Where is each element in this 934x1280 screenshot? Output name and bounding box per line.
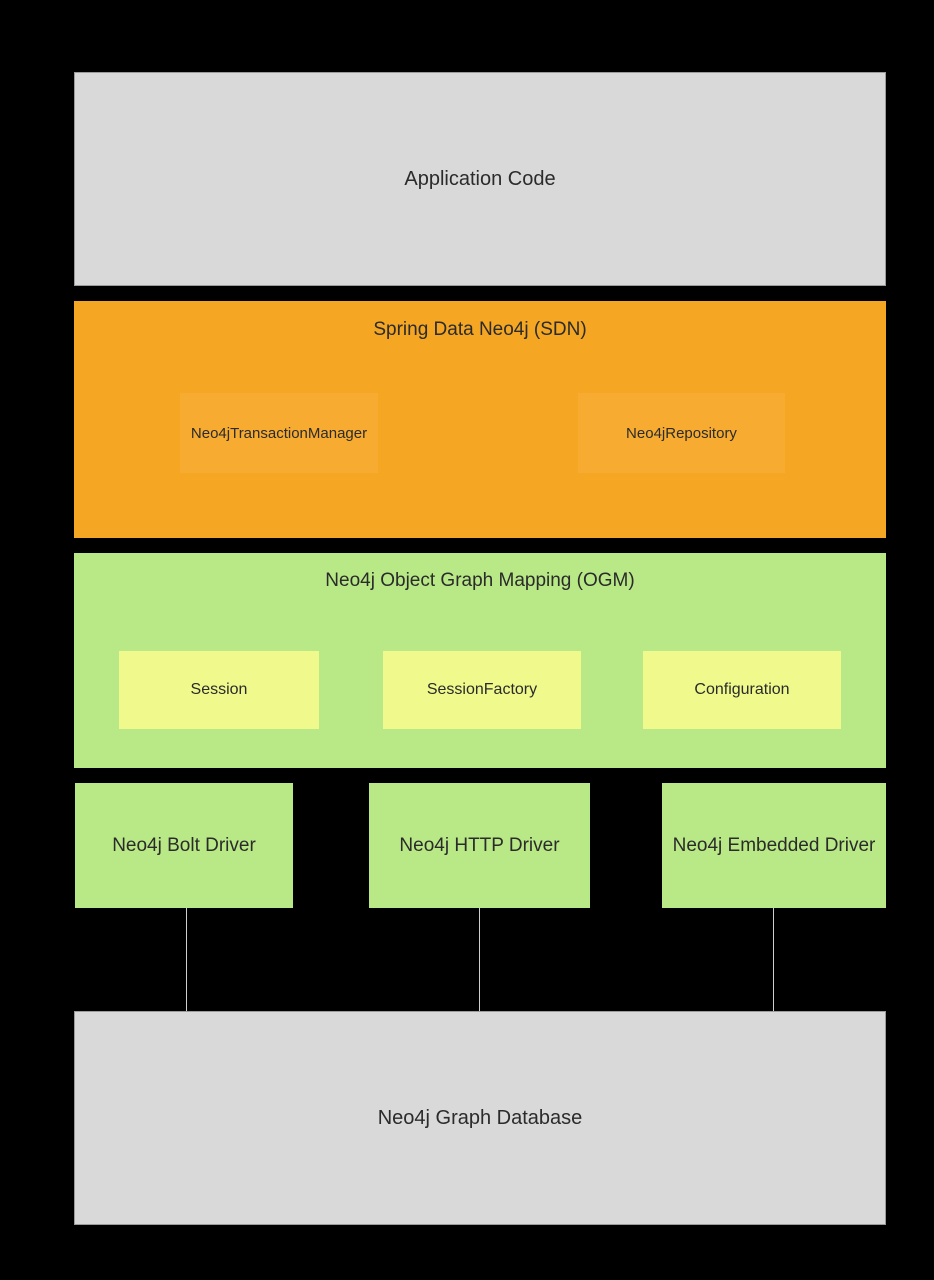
http-driver-connector-line <box>479 908 480 1011</box>
http-driver-label: Neo4j HTTP Driver <box>399 834 560 856</box>
bolt-driver-connector-line <box>186 908 187 1011</box>
sdn-layer-title: Spring Data Neo4j (SDN) <box>373 319 587 340</box>
embedded-driver-label: Neo4j Embedded Driver <box>672 834 876 856</box>
sdn-layer-box: Spring Data Neo4j (SDN) Neo4jTransaction… <box>74 301 886 538</box>
graph-database-box: Neo4j Graph Database <box>74 1011 886 1225</box>
session-label: Session <box>190 681 248 698</box>
session-box: Session <box>119 651 319 729</box>
embedded-driver-connector-line <box>773 908 774 1011</box>
graph-database-label: Neo4j Graph Database <box>377 1106 583 1129</box>
transaction-manager-label: Neo4jTransactionManager <box>190 424 368 442</box>
configuration-box: Configuration <box>643 651 841 729</box>
configuration-label: Configuration <box>694 681 790 698</box>
transaction-manager-box: Neo4jTransactionManager <box>180 393 378 473</box>
ogm-layer-title: Neo4j Object Graph Mapping (OGM) <box>325 570 635 591</box>
http-driver-box: Neo4j HTTP Driver <box>369 783 590 908</box>
repository-label: Neo4jRepository <box>626 424 737 442</box>
ogm-layer-box: Neo4j Object Graph Mapping (OGM) Session… <box>74 553 886 768</box>
session-factory-label: SessionFactory <box>426 681 538 698</box>
bolt-driver-label: Neo4j Bolt Driver <box>112 834 256 856</box>
application-code-label: Application Code <box>404 167 556 190</box>
repository-box: Neo4jRepository <box>578 393 785 473</box>
application-code-box: Application Code <box>74 72 886 286</box>
bolt-driver-box: Neo4j Bolt Driver <box>75 783 293 908</box>
embedded-driver-box: Neo4j Embedded Driver <box>662 783 886 908</box>
session-factory-box: SessionFactory <box>383 651 581 729</box>
